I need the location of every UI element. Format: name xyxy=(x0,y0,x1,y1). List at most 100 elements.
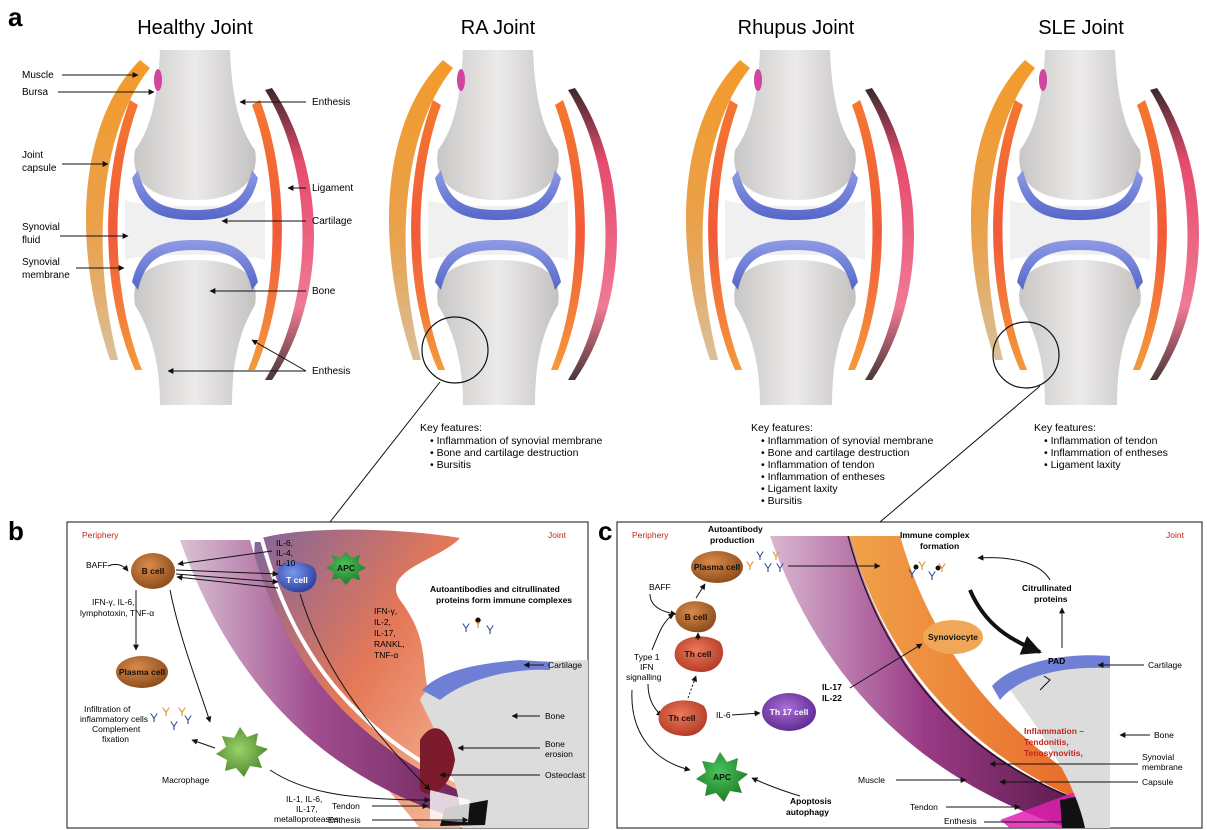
c-citrullinated-2: proteins xyxy=(1034,594,1068,604)
label-joint-capsule-2: capsule xyxy=(22,163,57,174)
c-synoviocyte-label: Synoviocyte xyxy=(928,632,978,642)
b-bone-erosion-2: erosion xyxy=(545,749,573,759)
c-cartilage-label: Cartilage xyxy=(1148,660,1182,670)
c-synovial-membrane-1: Synovial xyxy=(1142,752,1174,762)
title-sle-joint: SLE Joint xyxy=(1038,17,1124,39)
c-th-cell-2-label: Th cell xyxy=(669,713,696,723)
c-apoptosis-1: Apoptosis xyxy=(790,796,832,806)
svg-text:Y: Y xyxy=(764,561,772,575)
b-cartilage-label: Cartilage xyxy=(548,660,582,670)
b-plasma-cell: Plasma cell xyxy=(116,656,168,688)
label-bone: Bone xyxy=(312,286,336,297)
rhupus-joint-illustration xyxy=(686,50,914,405)
rhupus-kf-5: • Ligament laxity xyxy=(761,483,838,495)
c-b-cell-label: B cell xyxy=(685,612,708,622)
svg-text:Y: Y xyxy=(462,621,470,635)
healthy-joint-illustration xyxy=(86,50,314,405)
label-synovial-membrane-2: membrane xyxy=(22,270,70,281)
c-autoantibody-2: production xyxy=(710,535,754,545)
c-synovial-membrane-2: membrane xyxy=(1142,762,1183,772)
b-cyt-top-1: IL-6, xyxy=(276,538,293,548)
c-th-cell-bottom: Th cell xyxy=(659,700,708,736)
label-enthesis-top: Enthesis xyxy=(312,97,350,108)
b-infiltration-4: fixation xyxy=(102,734,129,744)
b-cyt-mid-4: RANKL, xyxy=(374,639,405,649)
title-ra-joint: RA Joint xyxy=(461,17,536,39)
b-cyt-mid-5: TNF-α xyxy=(374,650,398,660)
c-inflammation-3: Tenosynovitis, xyxy=(1024,748,1083,758)
b-tendon-label: Tendon xyxy=(332,801,360,811)
c-type1-ifn-3: signalling xyxy=(626,672,662,682)
c-th17-label: Th 17 cell xyxy=(770,707,809,717)
b-cyt-mid-3: IL-17, xyxy=(374,628,396,638)
b-cyt-mid-1: IFN-γ, xyxy=(374,606,397,616)
label-ligament: Ligament xyxy=(312,183,353,194)
c-th17-cell: Th 17 cell xyxy=(762,693,816,731)
c-pad-label: PAD xyxy=(1048,656,1065,666)
t-cell-label: T cell xyxy=(286,575,308,585)
svg-text:Y: Y xyxy=(776,561,784,575)
c-apoptosis-2: autophagy xyxy=(786,807,829,817)
ra-kf-3: • Bursitis xyxy=(430,459,471,471)
svg-text:Y: Y xyxy=(928,569,936,583)
svg-text:Y: Y xyxy=(184,713,192,727)
c-plasma-cell-label: Plasma cell xyxy=(694,562,740,572)
svg-text:Y: Y xyxy=(918,559,926,573)
sle-kf-heading: Key features: xyxy=(1034,422,1096,434)
c-immune-complex-1: Immune complex xyxy=(900,530,970,540)
sle-joint-illustration xyxy=(971,50,1199,405)
label-cartilage: Cartilage xyxy=(312,216,352,227)
c-type1-ifn-1: Type 1 xyxy=(634,652,660,662)
label-joint-capsule-1: Joint xyxy=(22,150,43,161)
b-bone-label: Bone xyxy=(545,711,565,721)
ra-key-features: Key features: • Inflammation of synovial… xyxy=(420,422,602,471)
sle-kf-1: • Inflammation of tendon xyxy=(1044,435,1158,447)
c-il6-label: IL-6 xyxy=(716,710,731,720)
label-synovial-fluid-1: Synovial xyxy=(22,222,60,233)
b-infiltration-3: Complement xyxy=(92,724,141,734)
c-citrullinated-1: Citrullinated xyxy=(1022,583,1072,593)
rhupus-kf-6: • Bursitis xyxy=(761,495,802,507)
rhupus-kf-heading: Key features: xyxy=(751,422,813,434)
b-mac-products-1: IL-1, IL-6, xyxy=(286,794,322,804)
b-enthesis-label: Enthesis xyxy=(328,815,361,825)
c-inflammation-1: Inflammation – xyxy=(1024,726,1084,736)
b-cyt-mid-2: IL-2, xyxy=(374,617,391,627)
b-joint-label: Joint xyxy=(548,530,567,540)
ra-kf-2: • Bone and cartilage destruction xyxy=(430,447,579,459)
c-synoviocyte: Synoviocyte xyxy=(923,620,983,654)
b-infiltration-2: inflammatory cells xyxy=(80,714,148,724)
c-autoantibody-1: Autoantibody xyxy=(708,524,763,534)
c-joint-label: Joint xyxy=(1166,530,1185,540)
label-enthesis-bottom: Enthesis xyxy=(312,366,350,377)
c-inflammation-2: Tendonitis, xyxy=(1024,737,1069,747)
c-apc-label: APC xyxy=(713,772,731,782)
b-cyt-top-3: IL-10 xyxy=(276,558,296,568)
b-bone-erosion-1: Bone xyxy=(545,739,565,749)
svg-text:Y: Y xyxy=(756,549,764,563)
b-baff-label: BAFF xyxy=(86,560,108,570)
ra-zoom-line xyxy=(330,382,440,522)
c-bone-label: Bone xyxy=(1154,730,1174,740)
b-plasma-cell-label: Plasma cell xyxy=(119,667,165,677)
svg-text:Y: Y xyxy=(150,711,158,725)
title-healthy-joint: Healthy Joint xyxy=(137,17,253,39)
c-tendon-label: Tendon xyxy=(910,802,938,812)
b-cyt-top-2: IL-4, xyxy=(276,548,293,558)
sle-key-features: Key features: • Inflammation of tendon •… xyxy=(1034,422,1168,471)
c-il22: IL-22 xyxy=(822,693,842,703)
c-periphery-label: Periphery xyxy=(632,530,669,540)
rhupus-kf-2: • Bone and cartilage destruction xyxy=(761,447,910,459)
b-mac-products-2: IL-17, xyxy=(296,804,318,814)
c-immune-complex-2: formation xyxy=(920,541,959,551)
rhupus-key-features: Key features: • Inflammation of synovial… xyxy=(751,422,933,507)
panel-a-letter: a xyxy=(8,2,23,32)
svg-text:Y: Y xyxy=(162,705,170,719)
b-osteoclast-label: Osteoclast xyxy=(545,770,586,780)
b-cell-label: B cell xyxy=(142,566,165,576)
sle-kf-3: • Ligament laxity xyxy=(1044,459,1121,471)
rhupus-kf-1: • Inflammation of synovial membrane xyxy=(761,435,933,447)
b-infiltration-1: Infiltration of xyxy=(84,704,131,714)
label-synovial-fluid-2: fluid xyxy=(22,235,40,246)
